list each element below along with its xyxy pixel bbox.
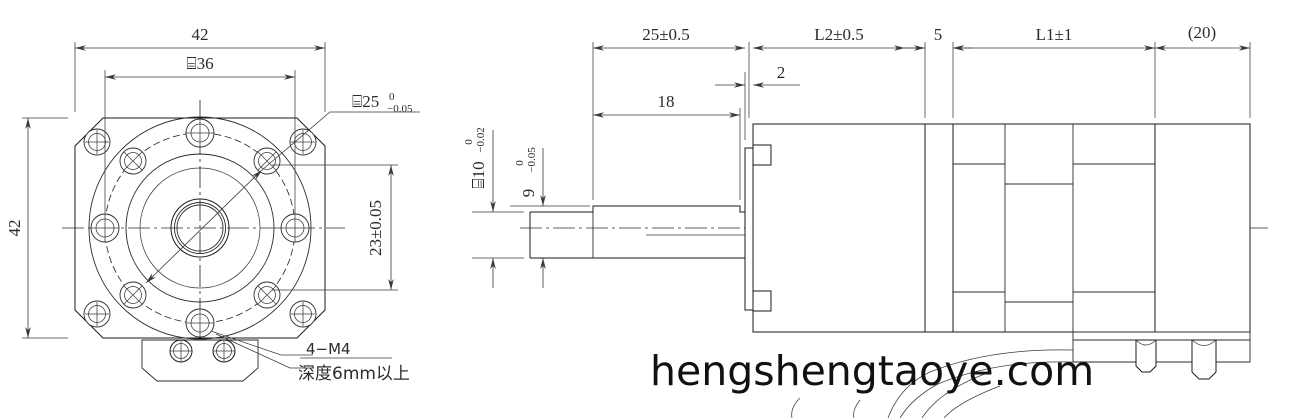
mounting-lug-top: [752, 144, 772, 166]
front-flange-plate: [744, 147, 754, 311]
dim-bolt-36-label: ⌸36: [186, 54, 213, 73]
diagonal-screw-sw-head: [124, 286, 142, 304]
leader-bore-25-base: ⌸25: [352, 92, 379, 111]
note-thread-callout: 4−M4 深度6mm以上: [210, 330, 410, 384]
leader-bore-25: ⌸25 0 −0.05: [145, 91, 420, 284]
base-boss-left-arc: [1135, 339, 1157, 346]
rear-cap: [1154, 123, 1251, 333]
dim-plate-5: 5: [894, 25, 973, 51]
leader-bore-25-tol-lower: −0.05: [387, 103, 413, 115]
adapter-plate: [924, 123, 954, 333]
dim-shaft-25-label: 25±0.5: [642, 25, 690, 44]
dim-pitch-23-label: 23±0.05: [366, 200, 385, 256]
bracket-bolt-left: [169, 339, 193, 363]
diagonal-screw-nw-slot-b: [123, 151, 143, 171]
lead-wire-outer-lower: [899, 361, 1074, 418]
front-view: 42 ⌸36 42 23±0.05 ⌸25 0: [5, 25, 420, 384]
dim-shaft-flat-9-tol-lower: −0.05: [526, 147, 538, 173]
diagonal-screw-nw-head: [124, 152, 142, 170]
dim-rear-20: (20): [1155, 23, 1250, 51]
lead-wire-tip-mid: [853, 399, 861, 418]
bracket-bolt-right: [212, 339, 236, 363]
base-plate: [1072, 331, 1251, 363]
watermark-text: hengshengtaoye.com: [650, 347, 1094, 395]
flange-boss-circle: [88, 116, 312, 340]
dim-width-42: 42: [74, 25, 326, 112]
diagonal-screws: [119, 147, 281, 309]
dim-gearbox-l2-label: L2±0.5: [814, 25, 863, 44]
dim-shaft-dia-10-tol-upper: 0: [463, 139, 475, 145]
lead-wire-inner-upper: [921, 371, 991, 418]
dim-pitch-23: 23±0.05: [272, 164, 398, 291]
cardinal-holes: [90, 118, 310, 338]
side-view: 25±0.5 L2±0.5 5 L1±1 (20) 2: [463, 23, 1268, 418]
dim-shaft-flat-9-base: 9: [519, 189, 538, 198]
dim-shaft-dia-10: ⌸10 0 −0.02: [463, 127, 496, 288]
gearbox-housing: [752, 123, 926, 333]
dim-width-42-label: 42: [192, 25, 209, 44]
dim-motor-l1-label: L1±1: [1036, 25, 1073, 44]
dim-shaft-flat-9: 9 0 −0.05: [514, 147, 546, 288]
leader-bore-25-tol-upper: 0: [389, 91, 395, 103]
diagonal-screw-ne-head: [258, 152, 276, 170]
dim-shaft-flat-9-tol-upper: 0: [514, 160, 526, 166]
dim-plate-5-label: 5: [934, 25, 943, 44]
dim-flat-18-label: 18: [658, 92, 675, 111]
dim-flange-2: 2: [715, 63, 800, 140]
note-thread-line2: 深度6mm以上: [298, 364, 410, 384]
base-boss-right-arc: [1191, 339, 1217, 346]
shaft-top-profile: [530, 205, 745, 213]
dim-bolt-circle-36: ⌸36: [104, 54, 296, 214]
dim-motor-l1: L1±1: [953, 25, 1155, 51]
flange-outline: [74, 117, 326, 339]
dim-shaft-dia-10-base: ⌸10: [469, 161, 488, 188]
note-thread-leader-a: [210, 330, 313, 356]
diagonal-screw-ne-slot-b: [257, 151, 277, 171]
dim-flat-18: 18: [593, 92, 741, 200]
inner-ring-circle: [125, 153, 275, 303]
diagonal-screw-se-head: [258, 286, 276, 304]
motor-body: [952, 123, 1156, 333]
dim-height-42-label: 42: [5, 220, 24, 237]
note-thread-line1: 4−M4: [306, 340, 351, 358]
diagonal-screw-se-slot-b: [257, 285, 277, 305]
note-thread-leader-b: [215, 333, 314, 369]
leader-bore-25-elbow: [261, 111, 420, 171]
dim-gearbox-l2: L2±0.5: [753, 25, 925, 51]
leader-bore-25-diagonal: [145, 169, 263, 284]
dim-shaft-dia-10-tol-lower: −0.02: [475, 127, 487, 152]
bottom-bracket: [141, 339, 259, 382]
lead-wires: [791, 349, 1074, 418]
dim-flange-2-label: 2: [777, 63, 786, 82]
lead-wire-inner-lower: [943, 385, 1001, 418]
mounting-lug-bottom: [752, 290, 772, 312]
lead-wire-tip-left: [791, 397, 801, 418]
dim-height-42: 42: [5, 117, 68, 339]
dim-shaft-25: 25±0.5: [593, 25, 745, 51]
diagonal-screw-sw-slot-b: [123, 285, 143, 305]
lead-wire-outer-upper: [887, 349, 1074, 418]
dim-rear-20-label: (20): [1188, 23, 1216, 42]
